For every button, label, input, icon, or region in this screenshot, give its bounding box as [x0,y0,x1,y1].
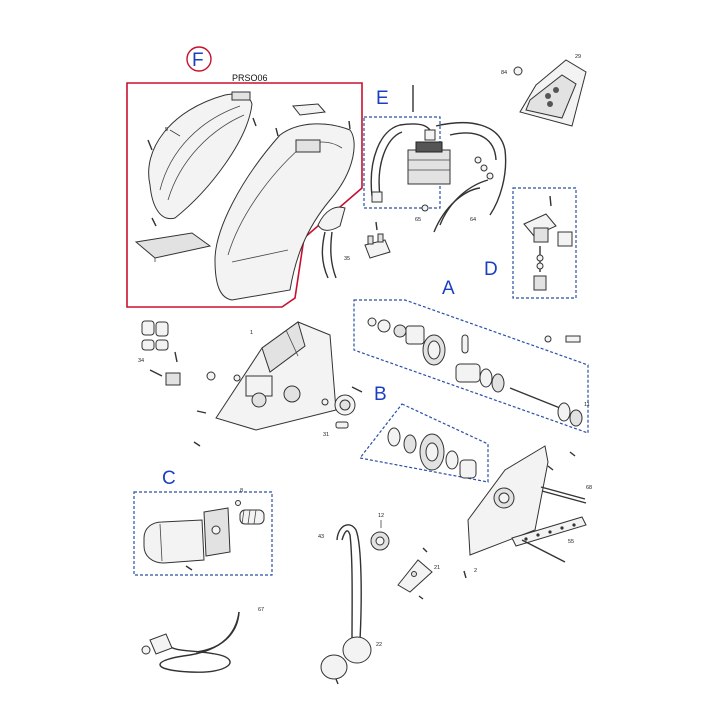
callout-8: 8 [240,488,243,494]
chain [336,524,362,641]
section-b-label: B [374,384,387,405]
screw-icon [185,441,576,571]
circuit-board [134,232,212,259]
kit-code: PRSO06 [232,73,268,83]
chain-assembly: 43 12 21 22 [318,513,440,685]
screw-icon [196,410,207,414]
section-a-label: A [442,278,455,299]
callout-67: 67 [258,607,264,613]
section-a-box [353,299,589,434]
section-c: C 8 [133,468,273,576]
callout-22: 22 [376,642,382,648]
section-d: D [484,187,577,299]
cover-plate [292,103,327,116]
section-f-box [126,82,363,308]
motor [143,519,205,564]
rod [540,486,586,500]
mounting-bracket: 68 55 2 [463,445,592,579]
callout-65: 65 [415,217,421,223]
remote-button-icon [545,93,551,99]
section-c-box [133,491,273,576]
screw-icon [418,595,424,600]
section-f-label: F [192,50,204,71]
remote-control: 29 84 [501,54,587,127]
transformer [407,149,451,185]
screw-icon [147,117,351,227]
callout-84: 84 [501,70,507,76]
wire-loop [370,123,433,197]
callout-11: 11 [584,402,590,408]
callout-2: 2 [474,568,477,574]
plug-icon [149,633,173,655]
section-b-box [358,403,489,483]
callout-34: 34 [138,358,144,364]
callout-43: 43 [318,534,324,540]
shaft-sleeve [455,363,481,383]
callout-5: 5 [165,127,168,133]
power-cable: 67 [141,607,264,673]
switch-assembly: 34 [138,351,181,386]
screw-icon [547,465,554,471]
callout-55: 55 [568,539,574,545]
section-d-label: D [484,259,498,280]
power-cord [159,611,240,673]
main-housing [214,123,355,301]
cover-clip [231,91,251,101]
terminal-icon [474,156,494,180]
remote-face [525,74,577,119]
limit-switch [523,213,557,237]
housing-slot [295,139,321,153]
callout-1: 1 [250,330,253,336]
section-d-box [512,187,577,299]
motor-cover [148,93,253,220]
pinion-gear [533,275,547,291]
chassis: 1 31 [196,321,363,438]
cable-gland [317,206,346,231]
callout-21: 21 [434,565,440,571]
worm-screw [239,509,265,525]
section-e-label: E [376,88,389,109]
battery-icon [513,66,523,76]
section-f: F PRSO06 5 [126,46,363,308]
callout-68: 68 [586,485,592,491]
spring-icon [141,320,169,351]
section-a: A 11 [353,278,590,434]
counterweight [342,636,372,664]
section-e-box [363,116,441,209]
callout-12: 12 [378,513,384,519]
holes-icon [524,523,576,541]
callout-35: 35 [344,256,350,262]
section-c-label: C [162,468,176,489]
callout-64: 64 [470,217,476,223]
screw-icon [174,351,178,363]
washer [367,317,377,327]
screw-icon [549,195,552,207]
cable-clamp: 35 [317,206,391,279]
section-b: B [358,384,489,483]
section-f-circle [186,46,212,72]
screw-icon [375,221,378,231]
callout-31: 31 [323,432,329,438]
shaft [509,387,561,409]
section-e: E 65 64 [363,85,507,233]
callout-29: 29 [575,54,581,60]
